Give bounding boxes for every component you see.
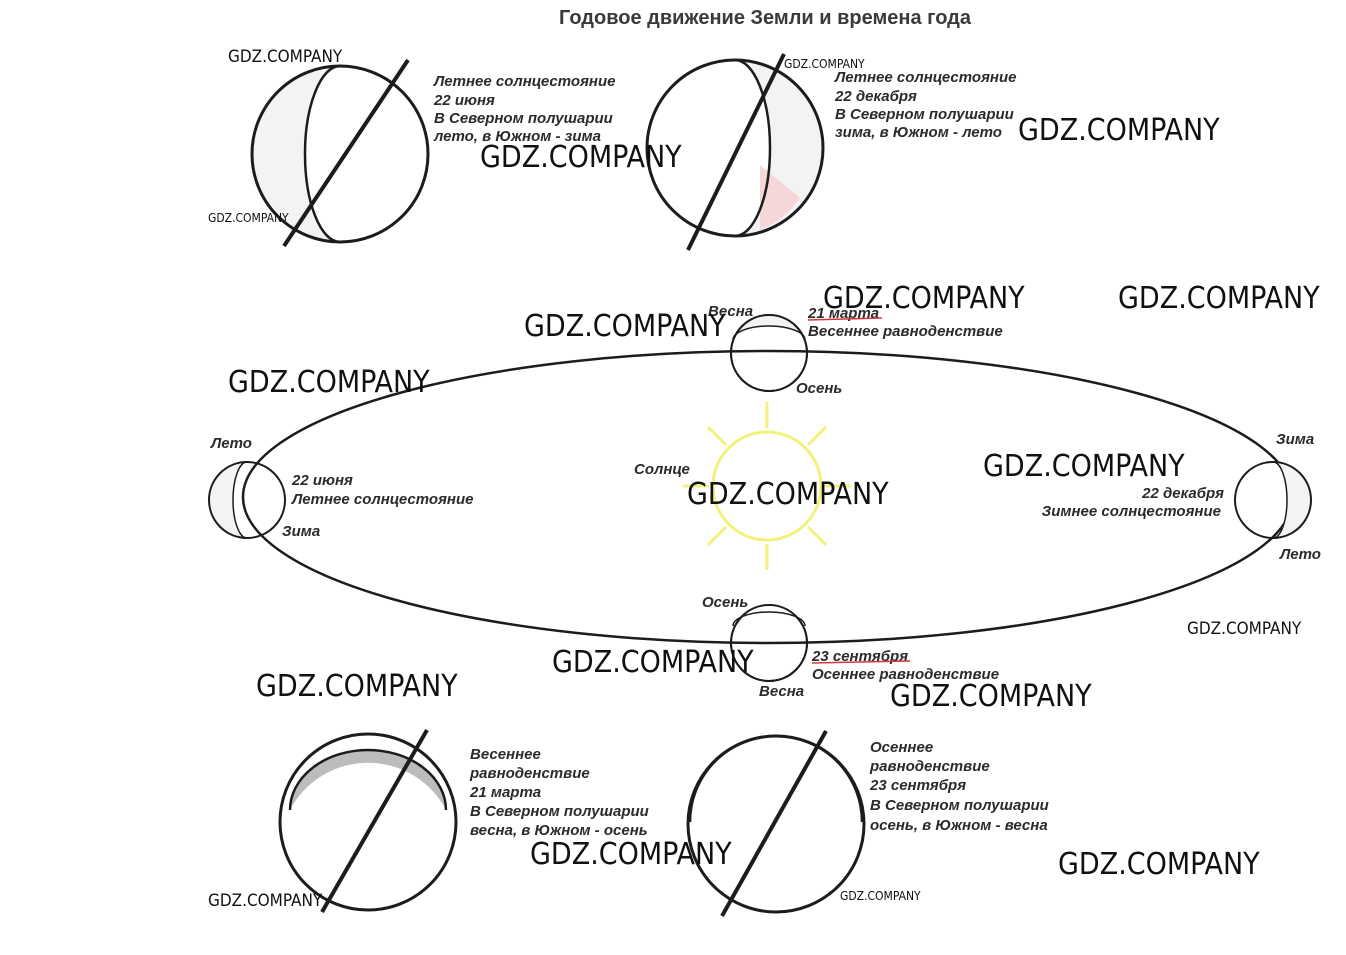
watermark: GDZ.COMPANY [208,211,289,225]
march-date: 21 марта [807,305,879,322]
december-date: 22 декабря [1141,485,1224,502]
earth-axis [686,53,786,251]
watermark: GDZ.COMPANY [1018,113,1220,148]
december-solstice-line-2: 22 декабря [834,88,917,105]
june-solstice-label: Летнее солнцестояние [291,491,473,508]
earth-axis [282,58,410,248]
orbit-globe-march [730,314,808,392]
watermark: GDZ.COMPANY [1118,281,1320,316]
june-solstice-line-3: В Северном полушарии [434,110,613,127]
september-north-label: Осень [702,594,748,611]
globe-march-equinox [278,729,458,913]
march-date-underline [807,317,883,321]
watermark: GDZ.COMPANY [1187,619,1302,639]
march-equinox-line-3: 21 марта [469,784,541,801]
september-equinox-line-1: Осеннее [870,739,933,756]
june-solstice-line-4: лето, в Южном - зима [433,128,601,145]
september-equinox-line-3: 23 сентября [869,777,966,794]
watermarks: GDZ.COMPANY GDZ.COMPANY GDZ.COMPANY GDZ.… [208,47,1320,911]
june-solstice-line-1: Летнее солнцестояние [433,73,615,90]
march-equinox-line-2: равноденствие [469,765,590,782]
september-date-underline [811,660,911,664]
watermark: GDZ.COMPANY [890,679,1092,714]
globe-december-solstice [645,53,825,251]
watermark: GDZ.COMPANY [530,837,732,872]
december-south-label: Лето [1279,546,1321,563]
march-north-label: Весна [708,303,753,320]
watermark: GDZ.COMPANY [480,140,682,175]
september-equinox-line-2: равноденствие [869,758,990,775]
september-equinox-line-5: осень, в Южном - весна [870,817,1048,834]
watermark: GDZ.COMPANY [1058,847,1260,882]
watermark: GDZ.COMPANY [823,281,1025,316]
globe-june-solstice [250,58,430,248]
watermark: GDZ.COMPANY [228,47,343,67]
march-equinox-line-5: весна, в Южном - осень [470,822,648,839]
globe-september-equinox [686,730,866,917]
watermark: GDZ.COMPANY [524,309,726,344]
december-solstice-line-3: В Северном полушарии [835,106,1014,123]
watermark: GDZ.COMPANY [840,889,921,903]
march-equinox-line-1: Весеннее [470,746,541,763]
orbit-globe-december [1234,461,1312,539]
watermark: GDZ.COMPANY [983,449,1185,484]
june-date: 22 июня [291,472,353,489]
march-equinox-label: Весеннее равноденствие [808,323,1003,340]
june-south-label: Зима [282,523,320,540]
december-solstice-label: Зимнее солнцестояние [1042,503,1221,520]
september-equinox-label: Осеннее равноденствие [812,666,999,683]
september-equinox-line-4: В Северном полушарии [870,797,1049,814]
earth-axis [720,730,828,917]
watermark: GDZ.COMPANY [228,365,430,400]
june-north-label: Лето [210,435,252,452]
december-solstice-line-1: Летнее солнцестояние [834,69,1016,86]
september-south-label: Весна [759,683,804,700]
december-solstice-line-4: зима, в Южном - лето [835,124,1002,141]
watermark: GDZ.COMPANY [552,645,754,680]
june-solstice-line-2: 22 июня [433,92,495,109]
march-equinox-line-4: В Северном полушарии [470,803,649,820]
orbit-globe-june [208,461,286,539]
page-title: Годовое движение Земли и времена года [559,7,972,29]
watermark: GDZ.COMPANY [687,477,889,512]
september-date: 23 сентября [811,648,908,665]
sun [683,402,851,570]
december-north-label: Зима [1276,431,1314,448]
orbit-globe-september [730,600,808,682]
march-south-label: Осень [796,380,842,397]
earth-axis [320,729,429,913]
watermark: GDZ.COMPANY [256,669,458,704]
sun-label: Солнце [634,461,690,478]
watermark: GDZ.COMPANY [208,891,323,911]
watermark: GDZ.COMPANY [784,57,865,71]
